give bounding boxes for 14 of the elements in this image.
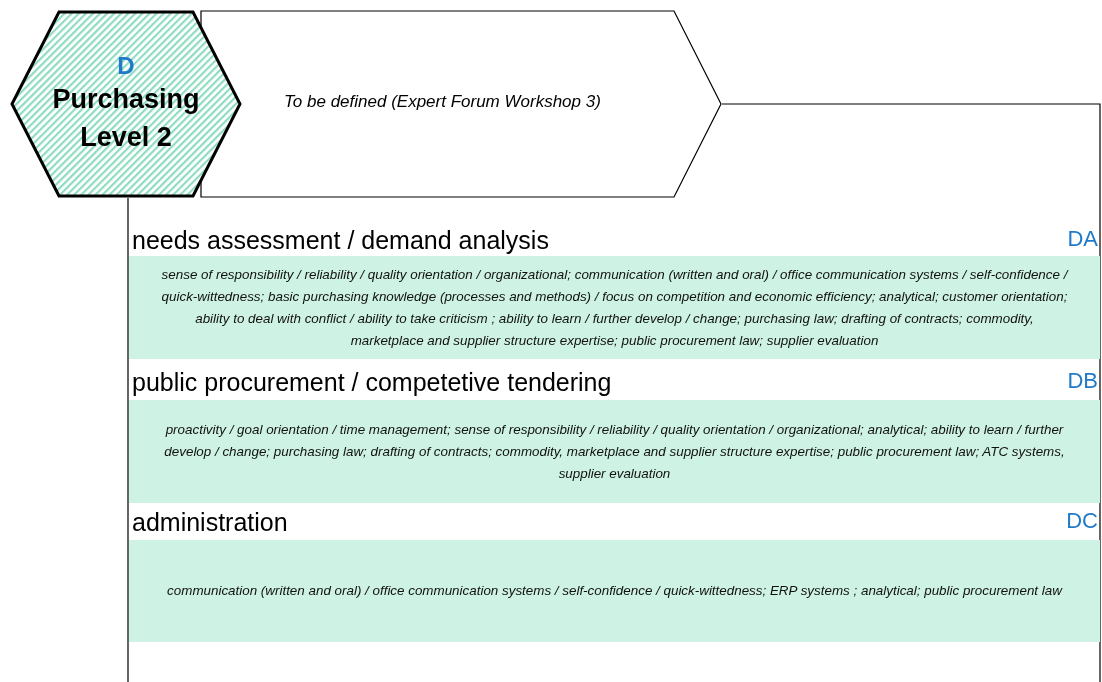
section-heading: administration: [132, 508, 288, 537]
section-code: DA: [1067, 226, 1098, 252]
competency-list: communication (written and oral) / office communication systems / self-confidence / quick-wittedness; ERP systems ; analytical; public procurement law: [139, 580, 1090, 602]
section-code: D: [117, 52, 135, 80]
hexagon-shape: [10, 10, 242, 198]
section-code: DB: [1067, 368, 1098, 394]
section-title: Purchasing Level 2: [51, 83, 201, 154]
section-heading: public procurement / competetive tendering: [132, 368, 612, 397]
section-heading: needs assessment / demand analysis: [132, 226, 549, 255]
section-code: DC: [1066, 508, 1098, 534]
description-text: To be defined (Expert Forum Workshop 3): [284, 92, 601, 112]
arrow-shape: [200, 10, 722, 198]
competency-list: proactivity / goal orientation / time management; sense of responsibility / reliability / quality orientation / organizational; analytical; ability to learn / further develop / change; purchasing law; drafting of contracts; commodity, marketplace and supplier structure expertise; public procurement law; ATC systems, supplier evaluation: [129, 418, 1100, 485]
competency-list: sense of responsibility / reliability / quality orientation / organizational; communication (written and oral) / office communication systems / self-confidence / quick-wittedness; basic purchasing knowledge (processes and methods) / focus on competition and economic efficiency; analytical; customer orientation; ability to deal with conflict / ability to take criticism ; ability to learn / further develop / change; purchasing law; drafting of contracts; commodity, marketplace and supplier structure expertise; public procurement law; supplier evaluation: [129, 263, 1100, 352]
